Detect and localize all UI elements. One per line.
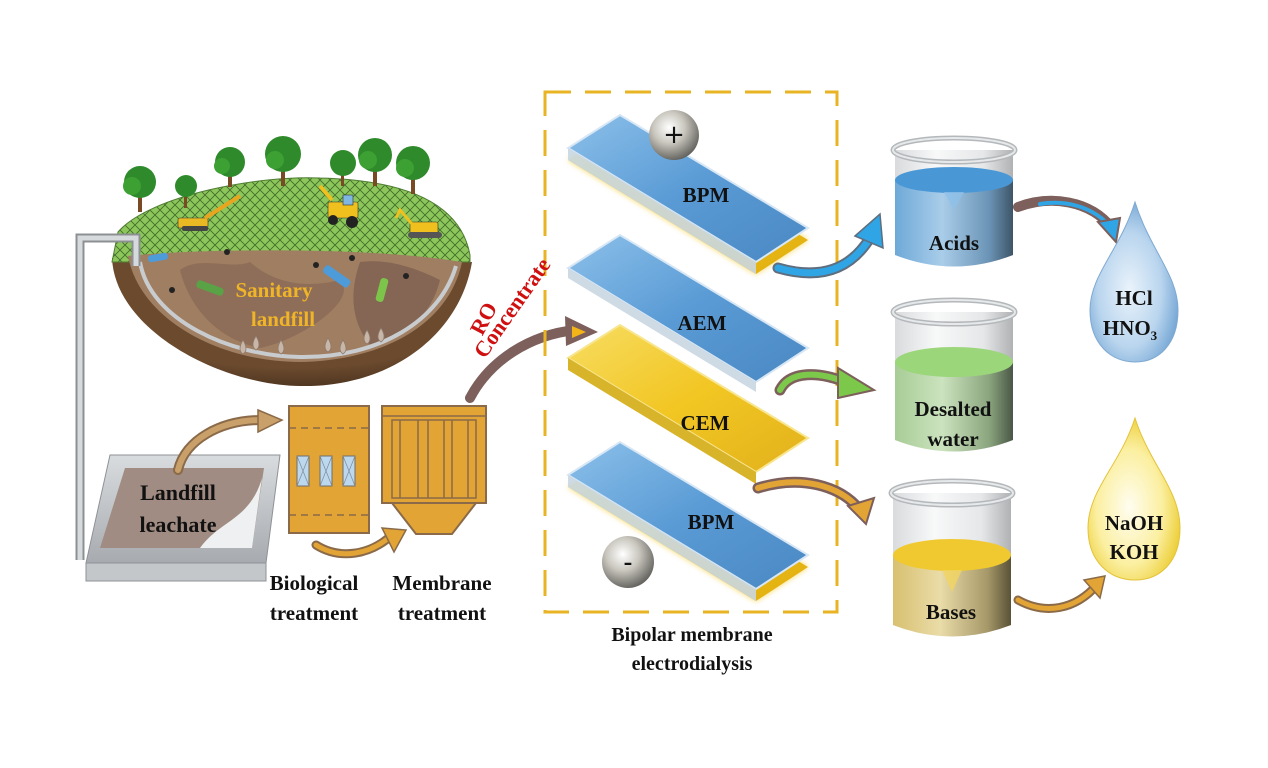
leachate-drops-icon <box>239 327 385 355</box>
bmed-caption: Bipolar membrane <box>611 624 772 646</box>
arrow-to-water <box>774 366 877 400</box>
biological-label-2: treatment <box>270 601 358 625</box>
arrow-bio-to-membrane <box>311 527 408 559</box>
membrane-bpm-top <box>566 113 810 274</box>
landfill-grass-fence <box>111 177 471 263</box>
drop-acid-icon <box>1089 200 1179 363</box>
membrane-treatment-label: Membrane <box>392 571 491 595</box>
landfill-label: Sanitary <box>235 278 313 302</box>
acid-drop-line1: HCl <box>1115 286 1153 310</box>
beaker-acids-icon <box>890 135 1018 267</box>
landfill-liner <box>138 261 458 360</box>
base-drop-line2: KOH <box>1109 540 1158 564</box>
excavator-icon <box>177 194 242 231</box>
leachate-label-2: leachate <box>140 512 217 537</box>
bases-label: Bases <box>926 600 976 624</box>
membrane-bpm-bottom <box>566 440 810 601</box>
wheel-loader-icon <box>318 184 359 228</box>
bottle-icon <box>323 265 351 288</box>
acid-drop-line2: HNO3 <box>1103 316 1158 343</box>
sanitary-landfill-illustration <box>111 136 472 387</box>
anode-symbol: + <box>663 120 685 150</box>
arrow-bases-to-drop <box>1013 575 1106 613</box>
biological-label: Biological <box>270 571 359 595</box>
base-drop-line1: NaOH <box>1105 511 1163 535</box>
landfill-label-2: landfill <box>251 307 315 331</box>
anode-ball-icon <box>649 110 699 160</box>
membrane-label-aem: AEM <box>678 311 727 335</box>
acids-label: Acids <box>929 231 979 255</box>
membrane-label-bpm-bottom: BPM <box>688 510 735 534</box>
bottle-icon <box>147 252 168 263</box>
membrane-aem <box>566 233 810 392</box>
bmed-caption-2: electrodialysis <box>632 653 753 675</box>
arrow-to-acids <box>772 212 884 279</box>
tree-icons <box>123 136 430 212</box>
drop-base-icon <box>1087 416 1181 581</box>
water-label-2: water <box>927 427 978 451</box>
arrow-acids-to-drop <box>1013 195 1122 245</box>
excavator-icon-2 <box>394 207 442 238</box>
leachate-pond-illustration <box>85 454 281 582</box>
membrane-label-bpm-top: BPM <box>683 183 730 207</box>
beaker-bases-icon <box>888 478 1016 637</box>
leachate-label: Landfill <box>140 480 216 505</box>
arrow-to-bases <box>752 476 876 526</box>
fly-icons <box>169 249 409 293</box>
beaker-desalted-water-icon <box>890 297 1018 452</box>
leachate-pipe <box>75 233 141 560</box>
acid-drop-subscript: 3 <box>1151 328 1158 343</box>
arrow-ro-concentrate <box>465 316 598 403</box>
acid-drop-formula: HNO <box>1103 316 1151 340</box>
bottle-icon <box>196 280 224 296</box>
bmed-dashed-box <box>543 90 839 614</box>
membrane-treatment-label-2: treatment <box>398 601 486 625</box>
water-label: Desalted <box>915 397 992 421</box>
cathode-symbol: - <box>624 547 633 576</box>
membrane-label-cem: CEM <box>681 411 730 435</box>
membrane-treatment-unit-icon <box>381 405 487 535</box>
cathode-ball-icon <box>602 536 654 588</box>
bottle-icon <box>375 278 389 302</box>
arrow-pond-to-bio <box>173 408 284 475</box>
membrane-cem <box>566 323 810 484</box>
biological-reactor-icon <box>288 405 370 534</box>
